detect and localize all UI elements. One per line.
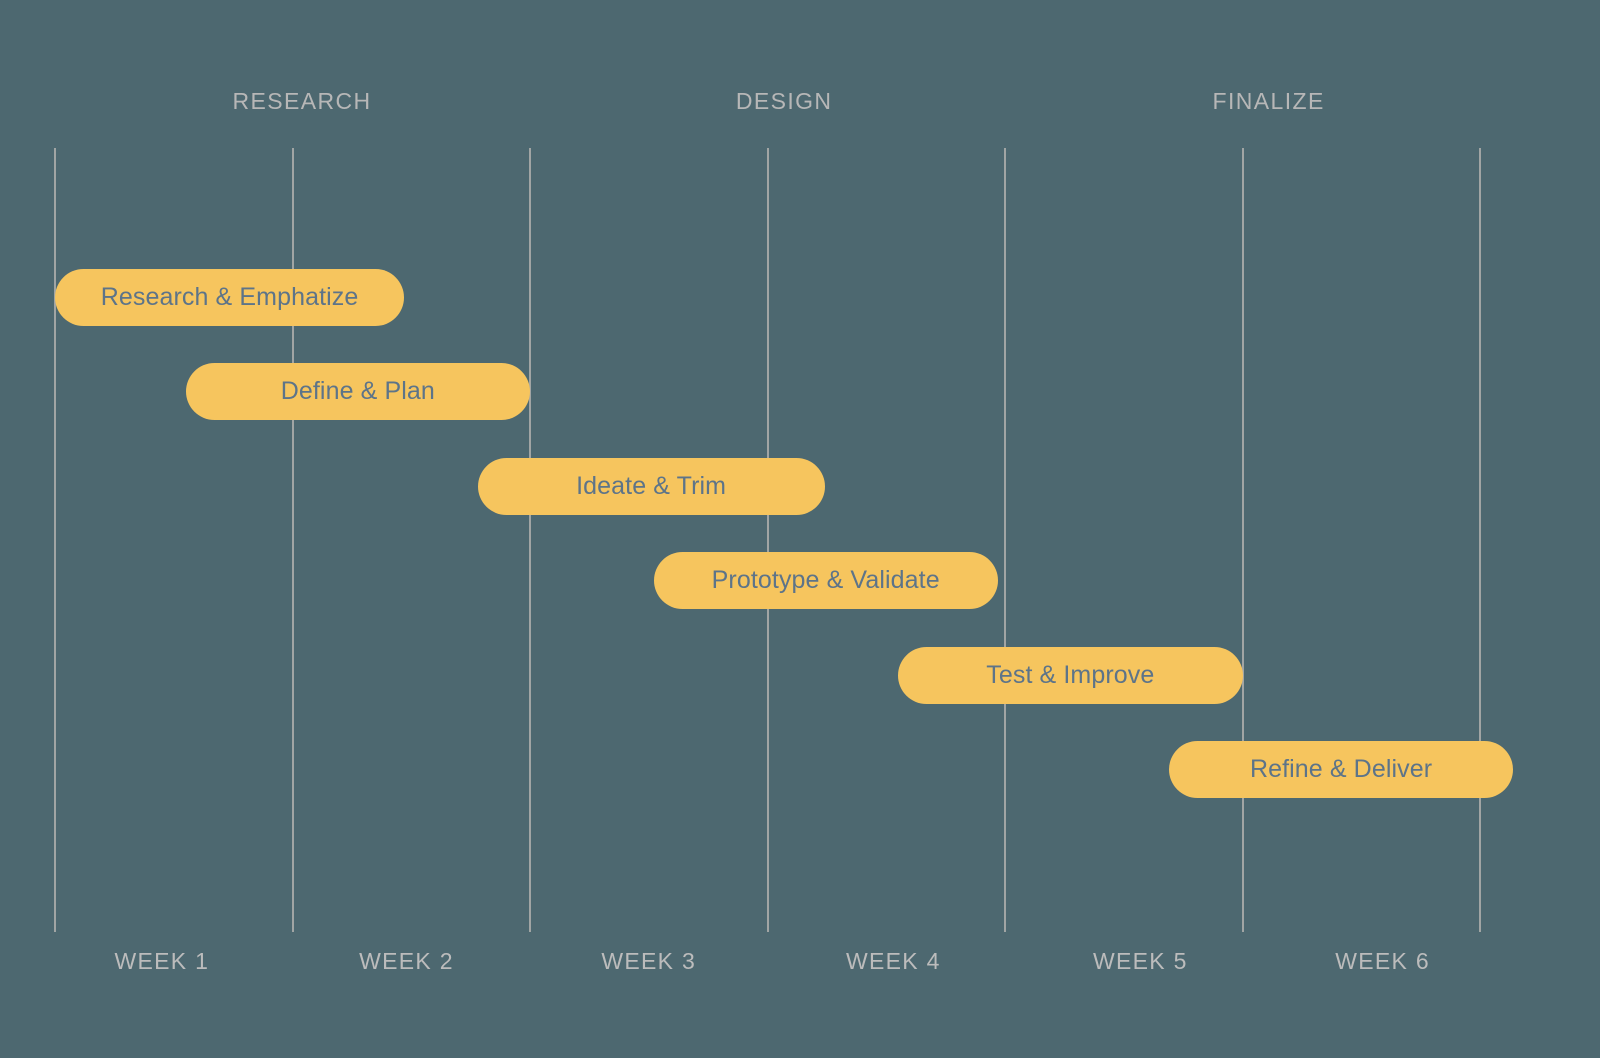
task-bar[interactable]: Ideate & Trim [477,457,825,515]
week-tick-label-4: WEEK 4 [846,948,941,974]
week-tick-label-3: WEEK 3 [601,948,697,974]
gridline-week-4 [1004,148,1006,932]
gridline-week-1 [291,148,294,932]
week-tick-label-5: WEEK 5 [1093,948,1188,974]
gridline-week-6 [1479,148,1481,932]
task-bar[interactable]: Refine & Deliver [1168,741,1514,798]
week-tick-label-1: WEEK 1 [114,948,210,974]
phase-header-design: DESIGN [735,88,833,114]
gridline-week-2 [529,148,531,932]
phase-header-finalize: FINALIZE [1212,88,1325,114]
task-bar-label: Refine & Deliver [1249,755,1433,783]
task-bar[interactable]: Research & Emphatize [55,269,405,326]
task-bar[interactable]: Prototype & Validate [653,552,998,610]
task-bar-label: Ideate & Trim [576,471,727,500]
week-tick-label-2: WEEK 2 [359,948,454,974]
task-bar-label: Test & Improve [986,660,1155,689]
task-bar[interactable]: Test & Improve [898,646,1243,704]
task-bar-label: Prototype & Validate [711,566,940,595]
task-bar-label: Research & Emphatize [100,283,359,311]
phase-header-research: RESEARCH [232,88,372,114]
gridline-week-3 [766,148,769,932]
gridline-week-0 [54,148,56,932]
week-tick-label-6: WEEK 6 [1335,948,1430,974]
task-bar-label: Define & Plan [280,377,435,406]
gridline-week-5 [1241,148,1244,932]
task-bar[interactable]: Define & Plan [185,363,530,421]
